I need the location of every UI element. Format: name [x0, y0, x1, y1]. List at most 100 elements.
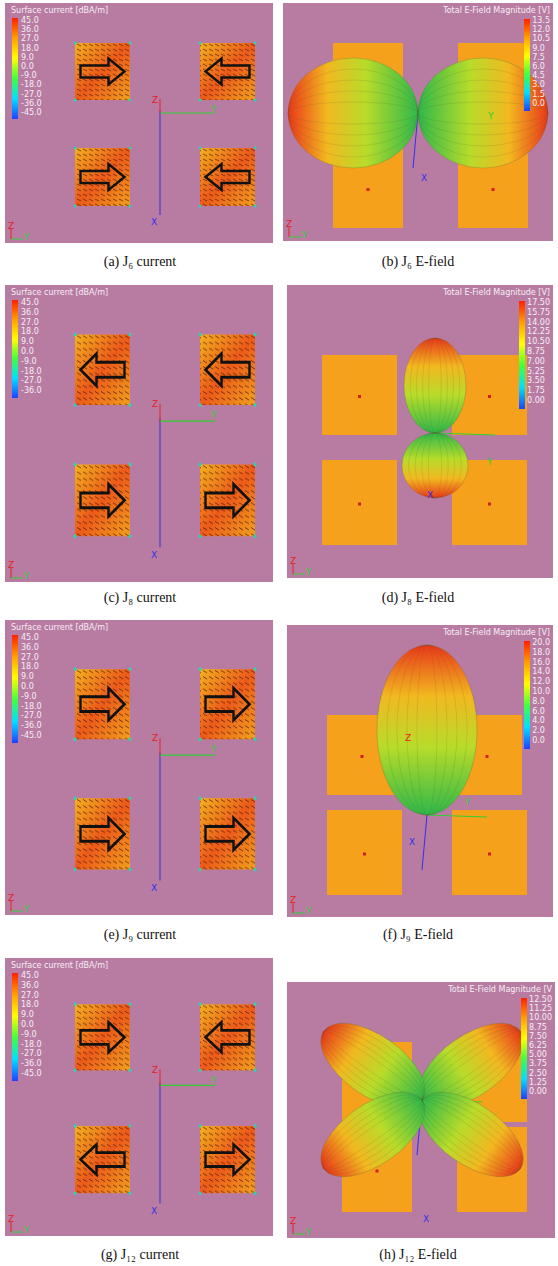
subfigure-caption: (h) J₁₂ E-field	[283, 1247, 553, 1263]
colorbar-value: 8.75	[527, 347, 545, 356]
axis-label: Z	[8, 221, 14, 231]
colorbar-value: 5.00	[529, 1050, 547, 1059]
current-arrow	[81, 1144, 125, 1174]
current-arrow	[81, 164, 125, 190]
axis-label: Y	[211, 410, 217, 420]
colorbar-value: 10.00	[529, 1013, 552, 1022]
colorbar-value: 14.00	[527, 318, 550, 327]
colorbar-value: 14.0	[532, 667, 550, 676]
patch	[200, 669, 255, 739]
axis-icon	[5, 3, 273, 243]
current-arrow	[81, 688, 125, 720]
patch	[75, 464, 130, 536]
current-arrow	[81, 818, 125, 850]
subfigure-caption: (a) J₆ current	[5, 254, 275, 270]
colorbar-title: Total E-Field Magnitude [V]	[443, 628, 550, 637]
axis-label: Y	[211, 104, 217, 114]
colorbar-value: 2.0	[532, 726, 545, 735]
colorbar-value: 12.0	[532, 25, 550, 34]
colorbar-value: 27.0	[21, 34, 39, 43]
simulation-illustration	[5, 285, 273, 582]
colorbar-value: -45.0	[21, 1069, 42, 1078]
colorbar-value: -36.0	[21, 1059, 42, 1068]
colorbar-value: 18.0	[21, 1000, 39, 1009]
colorbar-value: 0.0	[21, 62, 34, 71]
colorbar-value: 3.75	[529, 1059, 547, 1068]
patch	[200, 43, 255, 100]
colorbar-value: -36.0	[21, 99, 42, 108]
simulation-illustration	[5, 620, 273, 915]
colorbar-value: 3.50	[527, 376, 545, 385]
colorbar-value: 8.75	[529, 1023, 547, 1032]
colorbar-value: -27.0	[21, 1049, 42, 1058]
axis-label: Y	[465, 797, 471, 807]
colorbar-value: -9.0	[21, 357, 37, 366]
colorbar-value: 27.0	[21, 653, 39, 662]
colorbar-value: 4.0	[532, 716, 545, 725]
current-arrow	[81, 354, 125, 386]
colorbar-gradient	[12, 300, 18, 398]
current-arrow	[206, 354, 250, 386]
radiation-lobe	[288, 58, 418, 168]
e-field-plot: Total E-Field Magnitude [V]13.512.010.59…	[283, 3, 553, 241]
colorbar-gradient	[524, 19, 530, 111]
e-field-plot: Total E-Field Magnitude [V12.5011.2510.0…	[287, 982, 555, 1238]
axis-label: X	[409, 837, 415, 847]
axis-label: Z	[290, 895, 296, 905]
colorbar-value: -27.0	[21, 376, 42, 385]
colorbar-value: 45.0	[21, 298, 39, 307]
axis-label: Y	[302, 230, 308, 240]
axis-label: Z	[152, 95, 158, 105]
colorbar-value: 6.0	[532, 707, 545, 716]
colorbar-value: 27.0	[21, 318, 39, 327]
radiation-lobe	[377, 645, 477, 815]
e-field-plot: Total E-Field Magnitude [V]17.5015.7514.…	[287, 285, 553, 578]
colorbar-value: 7.00	[527, 357, 545, 366]
axis-label: Z	[8, 560, 14, 570]
colorbar-value: 16.0	[532, 658, 550, 667]
axis-icon	[287, 625, 553, 917]
subfigure-caption: (d) J₈ E-field	[283, 590, 553, 606]
colorbar-value: 18.0	[532, 648, 550, 657]
surface-current-plot: Surface current [dBA/m]45.036.027.018.09…	[5, 3, 273, 243]
axis-label: X	[427, 490, 433, 500]
simulation-illustration	[287, 285, 553, 578]
axis-label: Y	[211, 1075, 217, 1085]
axis-icon	[5, 285, 273, 582]
current-arrow	[206, 1144, 250, 1174]
colorbar-value: 1.75	[527, 386, 545, 395]
colorbar-value: 9.0	[21, 672, 34, 681]
axis-label: Y	[24, 232, 30, 242]
axis-label: Y	[24, 904, 30, 914]
colorbar-value: 12.0	[532, 677, 550, 686]
colorbar-value: 6.0	[532, 62, 545, 71]
axis-label: Z	[152, 399, 158, 409]
patch	[322, 460, 397, 545]
colorbar-value: 0.0	[532, 736, 545, 745]
axis-label: X	[151, 1206, 157, 1216]
current-arrow	[81, 484, 125, 516]
colorbar-value: 13.5	[532, 16, 550, 25]
colorbar-value: -36.0	[21, 721, 42, 730]
colorbar-value: 1.5	[532, 90, 545, 99]
radiation-lobe	[306, 1075, 439, 1193]
axis-label: X	[151, 550, 157, 560]
patch	[75, 798, 130, 869]
axis-label: Z	[8, 893, 14, 903]
colorbar-value: -45.0	[21, 108, 42, 117]
colorbar-value: 7.5	[532, 53, 545, 62]
axis-label: Y	[211, 744, 217, 754]
subfigure-caption: (f) J₉ E-field	[283, 927, 553, 943]
colorbar-gradient	[519, 301, 525, 409]
patch	[75, 669, 130, 739]
patch	[200, 464, 255, 536]
colorbar-value: 45.0	[21, 16, 39, 25]
colorbar-value: 7.50	[529, 1032, 547, 1041]
axis-icon	[287, 982, 555, 1238]
patch	[75, 335, 130, 406]
colorbar-gradient	[12, 973, 18, 1081]
patch	[200, 1004, 255, 1070]
axis-icon	[5, 958, 273, 1236]
patch	[75, 43, 130, 100]
colorbar-title: Surface current [dBA/m]	[11, 6, 108, 15]
